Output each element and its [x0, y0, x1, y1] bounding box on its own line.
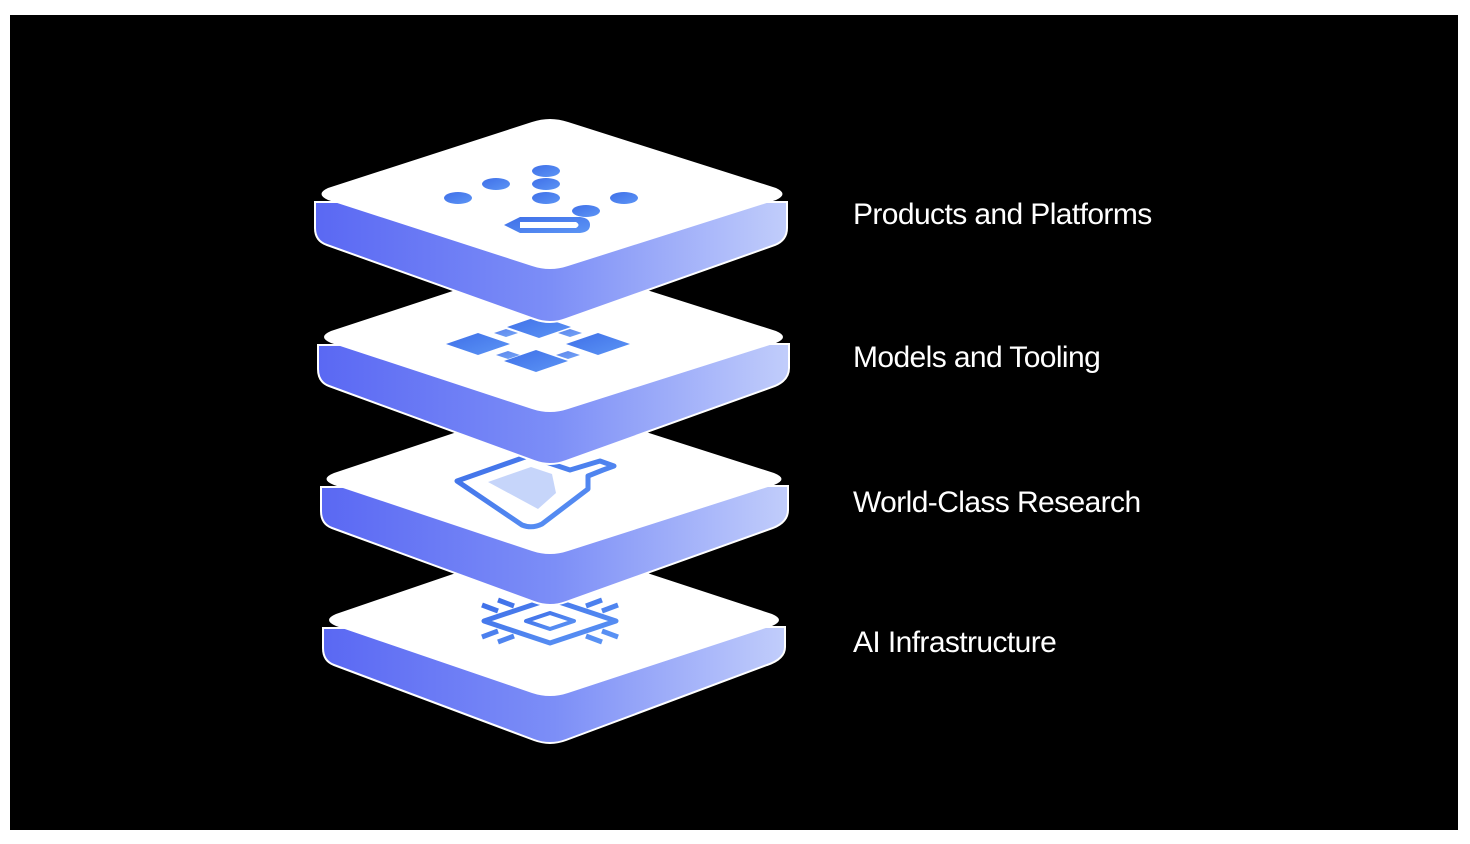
- layer-label-models-and-tooling: Models and Tooling: [853, 341, 1101, 374]
- layer-tile-models-and-tooling: [317, 262, 790, 465]
- slide: Products and Platforms Models and Toolin…: [10, 15, 1458, 830]
- model-blocks-icon: [446, 316, 630, 372]
- layer-tile-products-and-platforms: [314, 119, 788, 323]
- layer-stack-diagram: [314, 119, 790, 744]
- layer-label-products-and-platforms: Products and Platforms: [853, 198, 1152, 231]
- layer-tile-world-class-research: [320, 404, 789, 606]
- layer-label-ai-infrastructure: AI Infrastructure: [853, 626, 1057, 659]
- flask-icon: [454, 453, 617, 530]
- layer-tile-ai-infrastructure: [322, 544, 786, 744]
- layer-label-world-class-research: World-Class Research: [853, 486, 1141, 519]
- app-dots-icon: [444, 165, 638, 233]
- chip-icon: [481, 596, 619, 646]
